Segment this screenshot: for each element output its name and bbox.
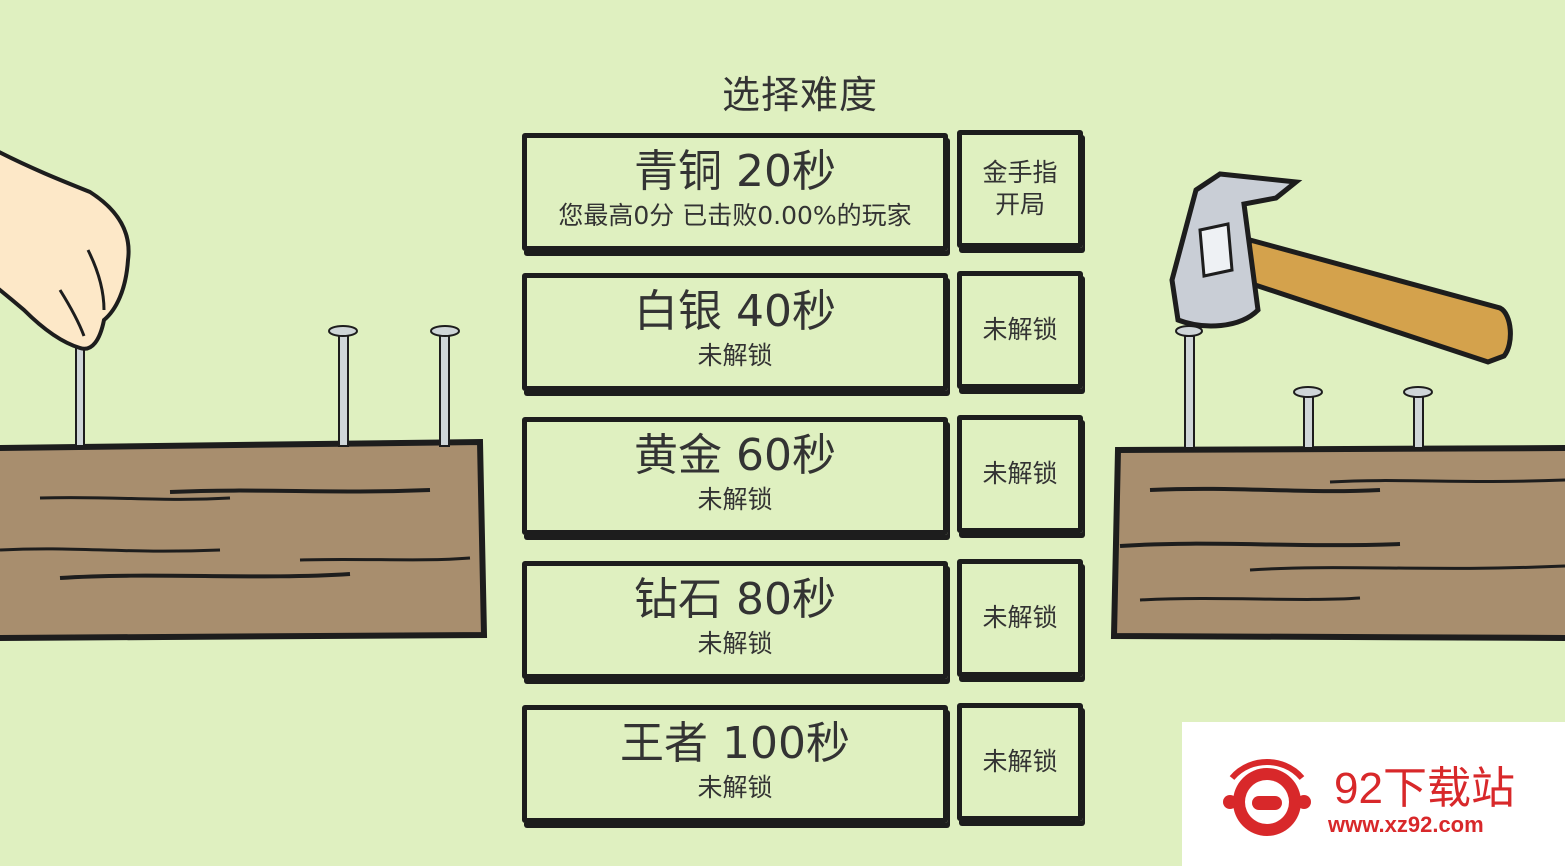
nail-icon xyxy=(328,325,358,447)
level-button-bronze[interactable]: 青铜 20秒 您最高0分 已击败0.00%的玩家 xyxy=(522,133,948,251)
gamepad-logo-icon xyxy=(1223,758,1311,836)
level-button-king[interactable]: 王者 100秒 未解锁 xyxy=(522,705,948,823)
nail-icon xyxy=(75,337,85,447)
watermark-url: www.xz92.com xyxy=(1328,812,1484,837)
cheat-start-button[interactable]: 金手指 开局 xyxy=(957,130,1083,248)
side-label: 未解锁 xyxy=(982,459,1058,488)
right-scene xyxy=(1110,171,1565,641)
side-button-king[interactable]: 未解锁 xyxy=(957,703,1083,821)
hammer-icon xyxy=(1169,171,1513,365)
nail-icon xyxy=(430,325,460,447)
watermark: 92下载站 www.xz92.com xyxy=(1182,722,1565,866)
level-status: 未解锁 xyxy=(697,341,773,370)
level-button-diamond[interactable]: 钻石 80秒 未解锁 xyxy=(522,561,948,679)
level-status: 未解锁 xyxy=(697,629,773,658)
hand-icon xyxy=(0,150,131,351)
side-button-diamond[interactable]: 未解锁 xyxy=(957,559,1083,677)
level-button-gold[interactable]: 黄金 60秒 未解锁 xyxy=(522,417,948,535)
nail-icon xyxy=(1293,386,1323,449)
page-title: 选择难度 xyxy=(721,73,878,117)
level-name: 白银 40秒 xyxy=(634,286,836,337)
nail-icon xyxy=(1403,386,1433,449)
watermark-title: 92下载站 xyxy=(1334,764,1515,813)
side-label: 未解锁 xyxy=(982,315,1058,344)
side-button-gold[interactable]: 未解锁 xyxy=(957,415,1083,533)
level-status: 未解锁 xyxy=(697,773,773,802)
right-wood-board xyxy=(1110,445,1565,641)
side-label: 金手指 开局 xyxy=(982,158,1058,219)
left-wood-board xyxy=(0,438,488,641)
level-button-silver[interactable]: 白银 40秒 未解锁 xyxy=(522,273,948,391)
level-name: 钻石 80秒 xyxy=(634,574,836,625)
side-button-silver[interactable]: 未解锁 xyxy=(957,271,1083,389)
side-label: 未解锁 xyxy=(982,747,1058,776)
level-name: 王者 100秒 xyxy=(620,718,850,769)
side-label: 未解锁 xyxy=(982,603,1058,632)
level-status: 未解锁 xyxy=(697,485,773,514)
level-name: 青铜 20秒 xyxy=(634,146,836,197)
level-name: 黄金 60秒 xyxy=(634,430,836,481)
level-status: 您最高0分 已击败0.00%的玩家 xyxy=(558,201,912,230)
left-scene xyxy=(0,150,488,641)
nail-icon xyxy=(1175,325,1203,449)
